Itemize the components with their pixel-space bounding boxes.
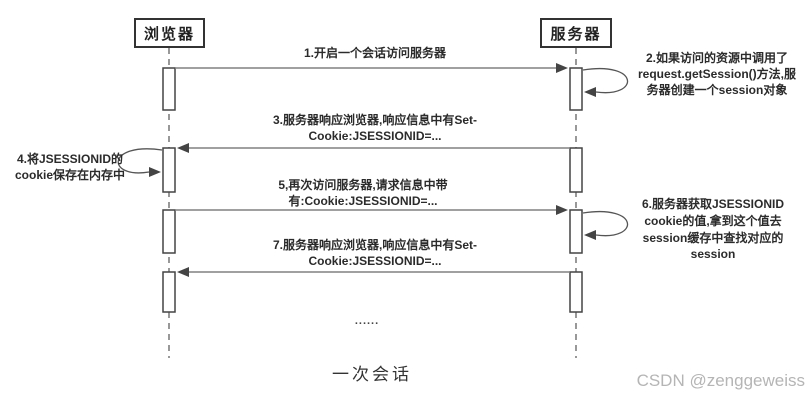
arrowhead-right-icon xyxy=(149,167,161,177)
arrowhead-right-icon xyxy=(556,205,568,215)
arrowhead-left-icon xyxy=(177,143,189,153)
activation-bar xyxy=(162,209,176,254)
actor-browser-box: 浏览器 xyxy=(134,18,205,48)
actor-server-box: 服务器 xyxy=(540,18,612,48)
message-arrow-3 xyxy=(177,143,570,153)
activation-bar xyxy=(569,209,583,254)
self-loop-save-cookie xyxy=(117,148,163,177)
activation-bar xyxy=(569,67,583,111)
note-create-session: 2.如果访问的资源中调用了 request.getSession()方法,服 务… xyxy=(637,51,797,97)
note-find-session: 6.服务器获取JSESSIONID cookie的值,拿到这个值去 sessio… xyxy=(641,197,785,262)
activation-bar xyxy=(569,147,583,193)
message-arrow-5 xyxy=(175,205,568,215)
actor-browser-label: 浏览器 xyxy=(143,25,195,43)
diagram-caption: 一次会话 xyxy=(332,365,412,384)
continuation-ellipsis: ...... xyxy=(354,315,380,327)
arrowhead-right-icon xyxy=(556,63,568,73)
activation-bar xyxy=(162,271,176,313)
message-label-5: 5,再次访问服务器,请求信息中带 有:Cookie:JSESSIONID=... xyxy=(278,178,448,208)
actor-server-label: 服务器 xyxy=(550,25,602,43)
server-activation-bars xyxy=(569,67,583,313)
message-arrow-1 xyxy=(175,63,568,73)
message-arrow-7 xyxy=(177,267,570,277)
arrowhead-left-icon xyxy=(584,230,596,240)
csdn-watermark: CSDN @zenggeweiss xyxy=(636,371,805,390)
browser-activation-bars xyxy=(162,67,176,313)
message-label-3: 3.服务器响应浏览器,响应信息中有Set- Cookie:JSESSIONID=… xyxy=(272,113,477,143)
activation-bar xyxy=(162,67,176,111)
message-label-1: 1.开启一个会话访问服务器 xyxy=(303,46,446,60)
arrowhead-left-icon xyxy=(177,267,189,277)
self-loop-create-session xyxy=(582,68,629,97)
message-label-7: 7.服务器响应浏览器,响应信息中有Set- Cookie:JSESSIONID=… xyxy=(272,238,477,268)
note-save-cookie: 4.将JSESSIONID的 cookie保存在内存中 xyxy=(14,152,126,182)
self-loop-find-session xyxy=(582,211,629,240)
arrowhead-left-icon xyxy=(584,87,596,97)
activation-bar xyxy=(569,271,583,313)
activation-bar xyxy=(162,147,176,193)
